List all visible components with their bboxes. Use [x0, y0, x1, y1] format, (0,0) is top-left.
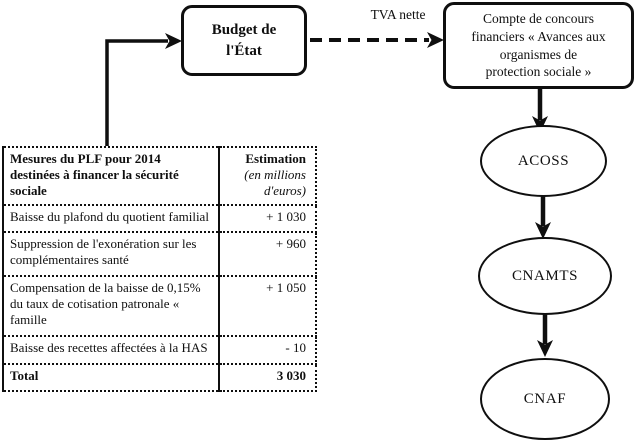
header-estimation-unit: (en millions d'euros)	[244, 166, 306, 198]
table-row: Baisse du plafond du quotient familial +…	[2, 204, 317, 234]
total-value: 3 030	[219, 363, 317, 393]
budget-etat-label: Budget de l'État	[211, 22, 277, 59]
compte-concours-label: Compte de concours financiers « Avances …	[471, 10, 606, 80]
cnaf-label: CNAF	[523, 390, 567, 407]
table-header-row: Mesures du PLF pour 2014 destinées à fin…	[2, 146, 317, 206]
measures-table: Mesures du PLF pour 2014 destinées à fin…	[2, 146, 317, 393]
measure-label: Baisse des recettes affectées à la HAS	[2, 335, 220, 365]
measure-value: + 1 050	[219, 276, 317, 337]
measure-value: + 960	[219, 232, 317, 278]
measure-value: + 1 030	[219, 204, 317, 234]
header-estimation-title: Estimation	[245, 151, 306, 166]
table-total-row: Total 3 030	[2, 363, 317, 393]
acoss-label: ACOSS	[517, 152, 570, 169]
header-measures-label: Mesures du PLF pour 2014 destinées à fin…	[10, 151, 179, 198]
table-row: Baisse des recettes affectées à la HAS -…	[2, 335, 317, 365]
header-measures-cell: Mesures du PLF pour 2014 destinées à fin…	[2, 146, 220, 206]
node-cnamts: CNAMTS	[478, 237, 612, 315]
arrowhead-cnaf	[537, 340, 553, 357]
total-label: Total	[2, 363, 220, 393]
node-budget-etat: Budget de l'État	[181, 5, 307, 76]
arrowhead-budget	[165, 33, 182, 49]
node-cnaf: CNAF	[480, 358, 610, 440]
measure-label: Baisse du plafond du quotient familial	[2, 204, 220, 234]
table-row: Suppression de l'exonération sur les com…	[2, 232, 317, 278]
arrowhead-compte	[427, 32, 444, 48]
arrow-table-to-budget	[105, 39, 168, 146]
node-acoss: ACOSS	[480, 125, 607, 197]
measure-value: - 10	[219, 335, 317, 365]
measure-label: Suppression de l'exonération sur les com…	[2, 232, 220, 278]
table-row: Compensation de la baisse de 0,15% du ta…	[2, 276, 317, 337]
cnamts-label: CNAMTS	[511, 267, 579, 284]
tva-nette-label: TVA nette	[370, 7, 426, 22]
header-estimation-cell: Estimation (en millions d'euros)	[219, 146, 317, 206]
node-compte-concours: Compte de concours financiers « Avances …	[443, 2, 634, 89]
measure-label: Compensation de la baisse de 0,15% du ta…	[2, 276, 220, 337]
